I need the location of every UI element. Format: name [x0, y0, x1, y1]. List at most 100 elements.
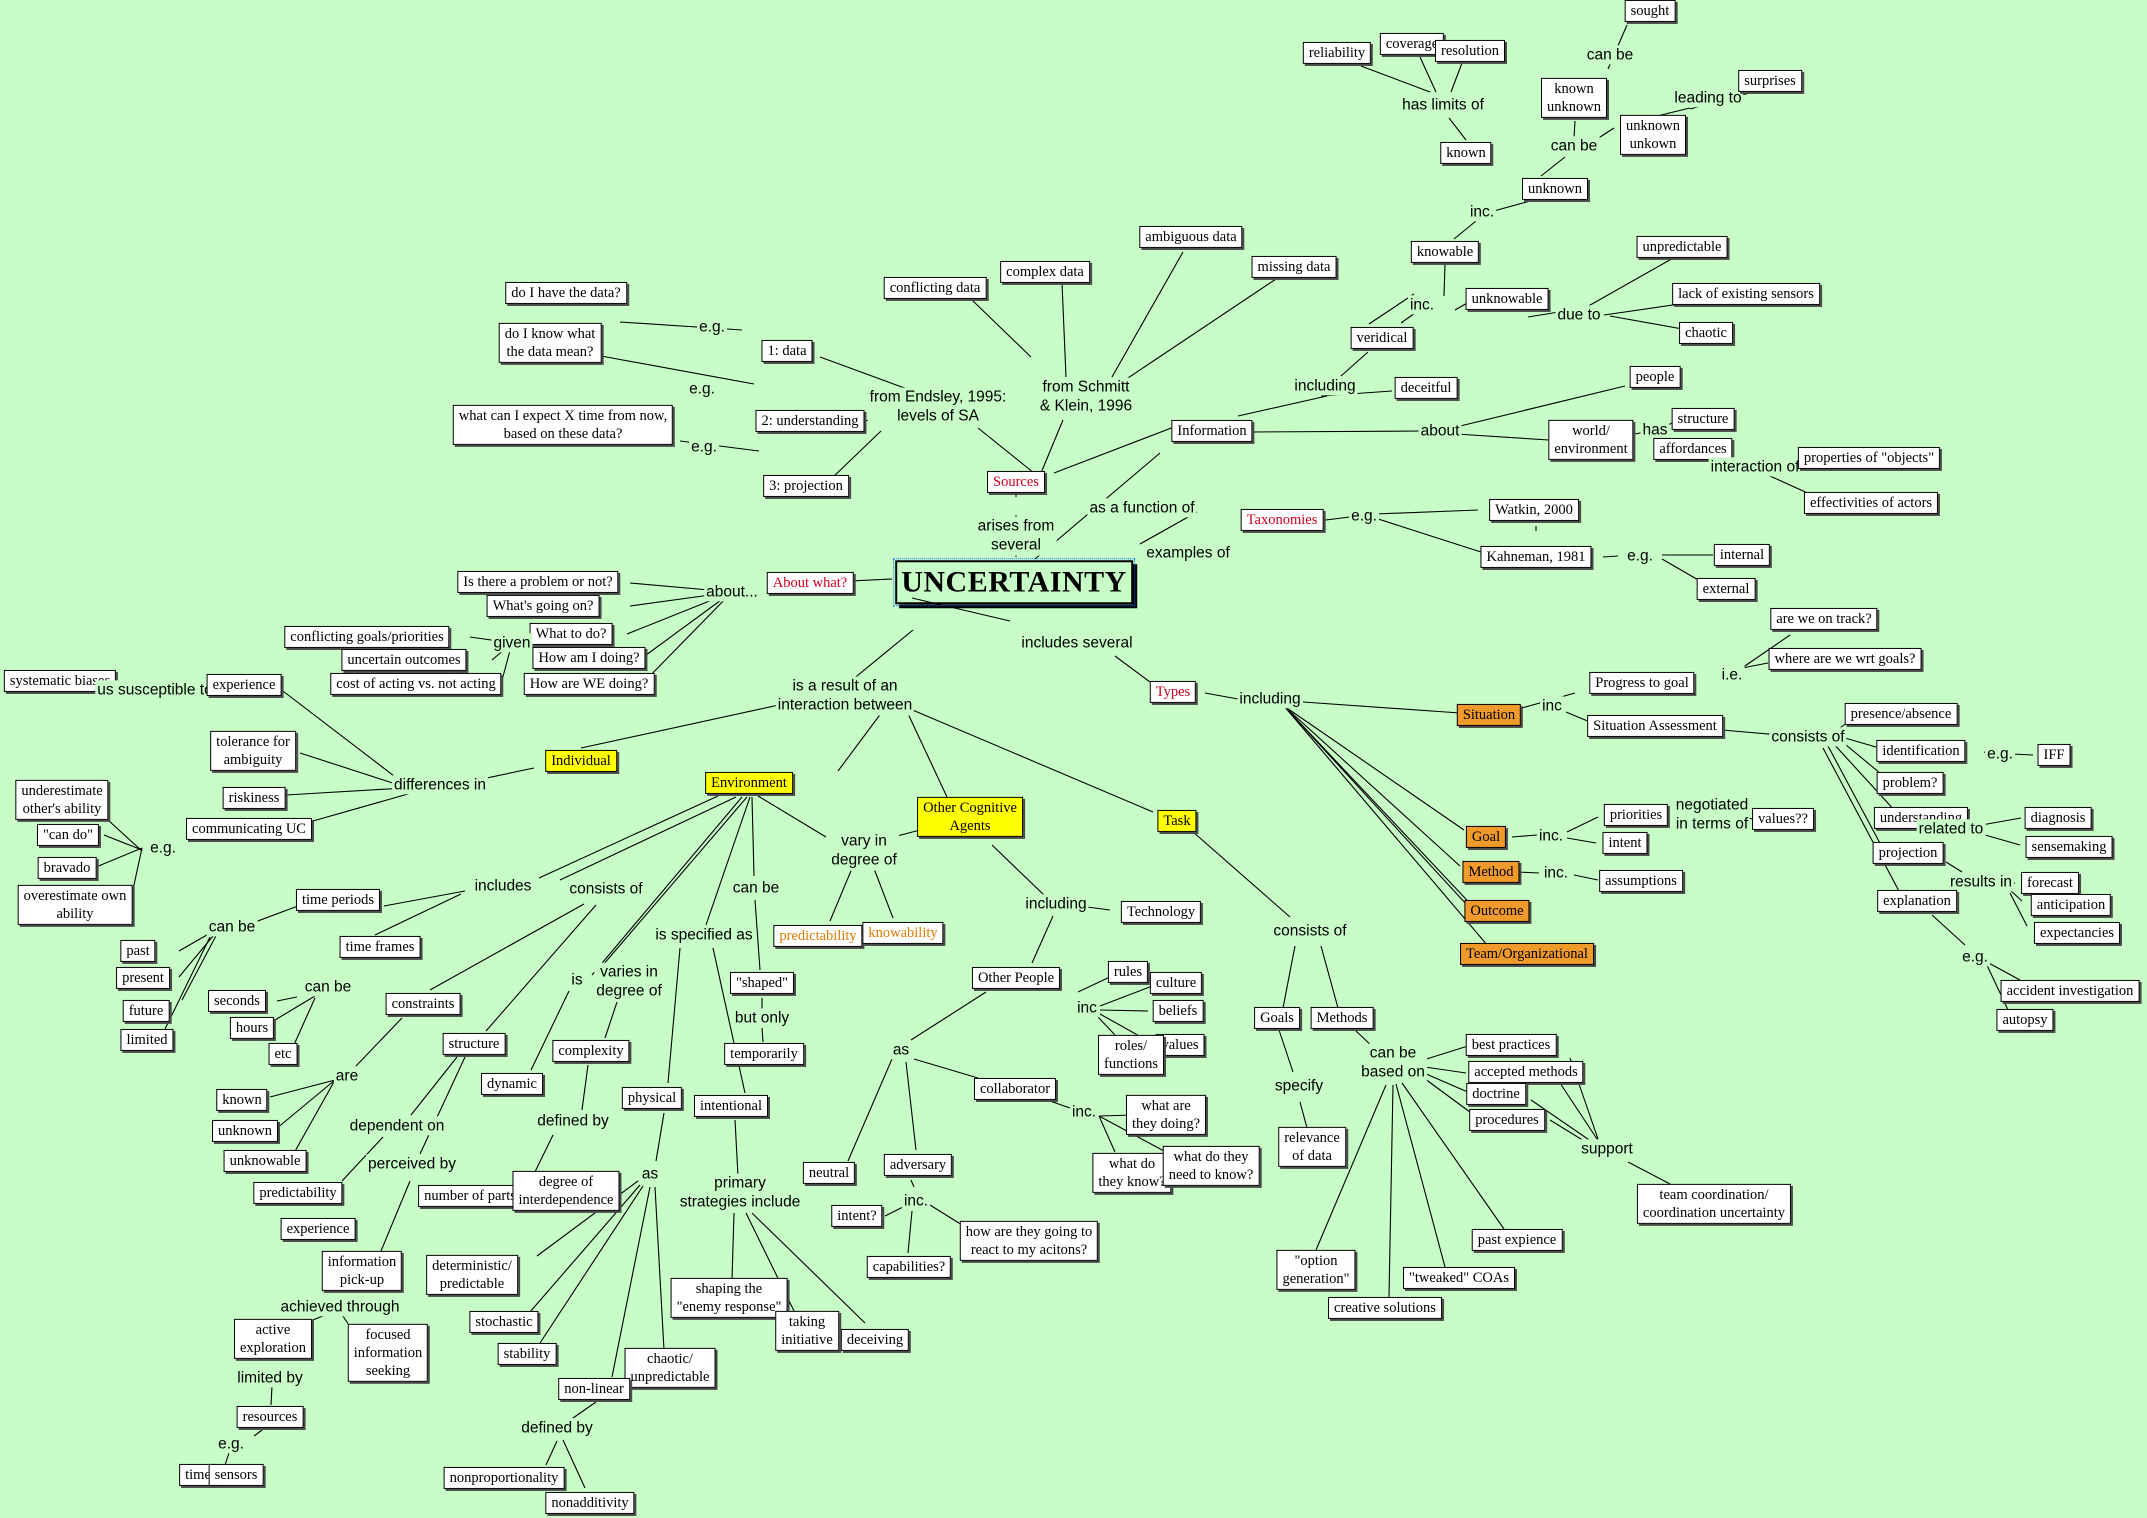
concept-node-values-op[interactable]: values [1155, 1033, 1205, 1057]
concept-node-time-res[interactable]: time [179, 1463, 217, 1487]
concept-node-intent-adv[interactable]: intent? [831, 1204, 883, 1228]
concept-node-technology[interactable]: Technology [1120, 900, 1202, 924]
concept-node-deceitful[interactable]: deceitful [1394, 376, 1458, 400]
concept-node-other-people[interactable]: Other People [971, 966, 1061, 990]
concept-node-predictability-env[interactable]: predictability [253, 1181, 343, 1205]
concept-node-nonprop[interactable]: nonproportionality [443, 1466, 565, 1490]
concept-node-deterministic[interactable]: deterministic/predictable [426, 1254, 518, 1296]
concept-node-diagnosis[interactable]: diagnosis [2024, 806, 2092, 830]
concept-node-stochastic[interactable]: stochastic [469, 1310, 539, 1334]
concept-node-procedures[interactable]: procedures [1469, 1108, 1545, 1132]
concept-node-identification[interactable]: identification [1876, 739, 1966, 763]
concept-node-about-what[interactable]: About what? [766, 571, 854, 595]
concept-node-forecast[interactable]: forecast [2021, 871, 2079, 895]
concept-node-accident[interactable]: accident investigation [2000, 979, 2140, 1003]
concept-node-q-going[interactable]: What's going on? [486, 594, 600, 618]
concept-node-communicating[interactable]: communicating UC [186, 817, 312, 841]
concept-node-best-practices[interactable]: best practices [1465, 1033, 1557, 1057]
concept-node-conflicting-data[interactable]: conflicting data [883, 276, 987, 300]
concept-node-known-env[interactable]: known [216, 1088, 268, 1112]
concept-node-information[interactable]: Information [1171, 419, 1253, 443]
concept-node-shaped[interactable]: "shaped" [729, 971, 795, 995]
concept-node-goals-task[interactable]: Goals [1254, 1006, 1300, 1030]
concept-node-nonlinear[interactable]: non-linear [558, 1377, 630, 1401]
concept-node-autopsy[interactable]: autopsy [1996, 1008, 2054, 1032]
concept-node-chaotic-env[interactable]: chaotic/unpredictable [624, 1347, 716, 1389]
concept-node-dynamic[interactable]: dynamic [481, 1072, 543, 1096]
concept-node-surprises[interactable]: surprises [1738, 69, 1802, 93]
concept-node-goal[interactable]: Goal [1465, 825, 1507, 849]
concept-node-missing-data[interactable]: missing data [1251, 255, 1337, 279]
concept-node-tweaked[interactable]: "tweaked" COAs [1402, 1266, 1516, 1290]
concept-node-bravado[interactable]: bravado [37, 856, 97, 880]
concept-node-etc[interactable]: etc [268, 1042, 298, 1066]
concept-node-future[interactable]: future [122, 999, 170, 1023]
concept-node-data1[interactable]: 1: data [761, 339, 813, 363]
concept-node-kahneman[interactable]: Kahneman, 1981 [1480, 545, 1592, 569]
concept-node-physical[interactable]: physical [621, 1086, 683, 1110]
concept-node-explanation[interactable]: explanation [1877, 889, 1957, 913]
concept-node-iff[interactable]: IFF [2037, 743, 2071, 767]
concept-node-seconds[interactable]: seconds [208, 989, 266, 1013]
concept-node-resources[interactable]: resources [236, 1405, 304, 1429]
concept-node-priorities[interactable]: priorities [1603, 803, 1669, 827]
concept-node-task[interactable]: Task [1157, 809, 1197, 833]
concept-node-known-top[interactable]: known [1440, 141, 1492, 165]
concept-node-q-problem[interactable]: Is there a problem or not? [457, 570, 619, 594]
concept-node-experience-env[interactable]: experience [280, 1217, 356, 1241]
concept-node-rules[interactable]: rules [1107, 960, 1149, 984]
concept-node-props-objects[interactable]: properties of "objects" [1797, 446, 1941, 470]
concept-node-past-exp[interactable]: past expience [1471, 1228, 1563, 1252]
concept-node-stability[interactable]: stability [497, 1342, 557, 1366]
concept-node-presence[interactable]: presence/absence [1844, 702, 1958, 726]
concept-node-unpredictable[interactable]: unpredictable [1636, 235, 1728, 259]
concept-node-experience-ind[interactable]: experience [206, 673, 282, 697]
concept-node-progress[interactable]: Progress to goal [1589, 671, 1695, 695]
concept-node-culture[interactable]: culture [1149, 971, 1203, 995]
concept-node-team-coord[interactable]: team coordination/coordination uncertain… [1636, 1183, 1792, 1225]
concept-node-riskiness[interactable]: riskiness [222, 786, 286, 810]
concept-node-capabilities[interactable]: capabilities? [866, 1255, 952, 1279]
concept-node-nonadd[interactable]: nonadditivity [545, 1491, 635, 1515]
concept-node-external[interactable]: external [1696, 577, 1756, 601]
concept-node-intent-goal[interactable]: intent [1602, 831, 1648, 855]
concept-node-systematic-biases[interactable]: systematic biases [3, 669, 117, 693]
concept-node-temporarily[interactable]: temporarily [724, 1042, 804, 1066]
concept-node-roles[interactable]: roles/functions [1098, 1034, 1164, 1076]
concept-node-neutral[interactable]: neutral [802, 1161, 856, 1185]
concept-node-knowability[interactable]: knowability [862, 921, 944, 945]
concept-node-assumptions[interactable]: assumptions [1599, 869, 1683, 893]
concept-node-outcome[interactable]: Outcome [1464, 899, 1530, 923]
concept-node-constraints[interactable]: constraints [385, 992, 461, 1016]
concept-node-knowable[interactable]: knowable [1410, 240, 1480, 264]
concept-node-data3[interactable]: 3: projection [763, 474, 849, 498]
concept-node-sensemaking[interactable]: sensemaking [2025, 835, 2113, 859]
concept-node-creative[interactable]: creative solutions [1328, 1296, 1442, 1320]
concept-node-affordances[interactable]: affordances [1653, 437, 1733, 461]
concept-node-past[interactable]: past [120, 939, 156, 963]
concept-node-reliability[interactable]: reliability [1302, 41, 1372, 65]
concept-node-sensors[interactable]: sensors [208, 1463, 264, 1487]
concept-node-sought[interactable]: sought [1624, 0, 1676, 23]
concept-node-unknown-env[interactable]: unknown [212, 1119, 278, 1143]
concept-node-q-doing[interactable]: How am I doing? [532, 646, 646, 670]
concept-node-unknown-top[interactable]: unknown [1522, 177, 1588, 201]
concept-node-num-parts[interactable]: number of parts [418, 1184, 522, 1208]
concept-node-intentional[interactable]: intentional [693, 1094, 769, 1118]
concept-node-structure-w[interactable]: structure [1671, 407, 1735, 431]
concept-node-projection-sa[interactable]: projection [1872, 841, 1944, 865]
concept-node-q-have[interactable]: do I have the data? [505, 281, 627, 305]
concept-node-time-frames[interactable]: time frames [339, 935, 421, 959]
concept-node-coverage[interactable]: coverage [1379, 32, 1445, 56]
